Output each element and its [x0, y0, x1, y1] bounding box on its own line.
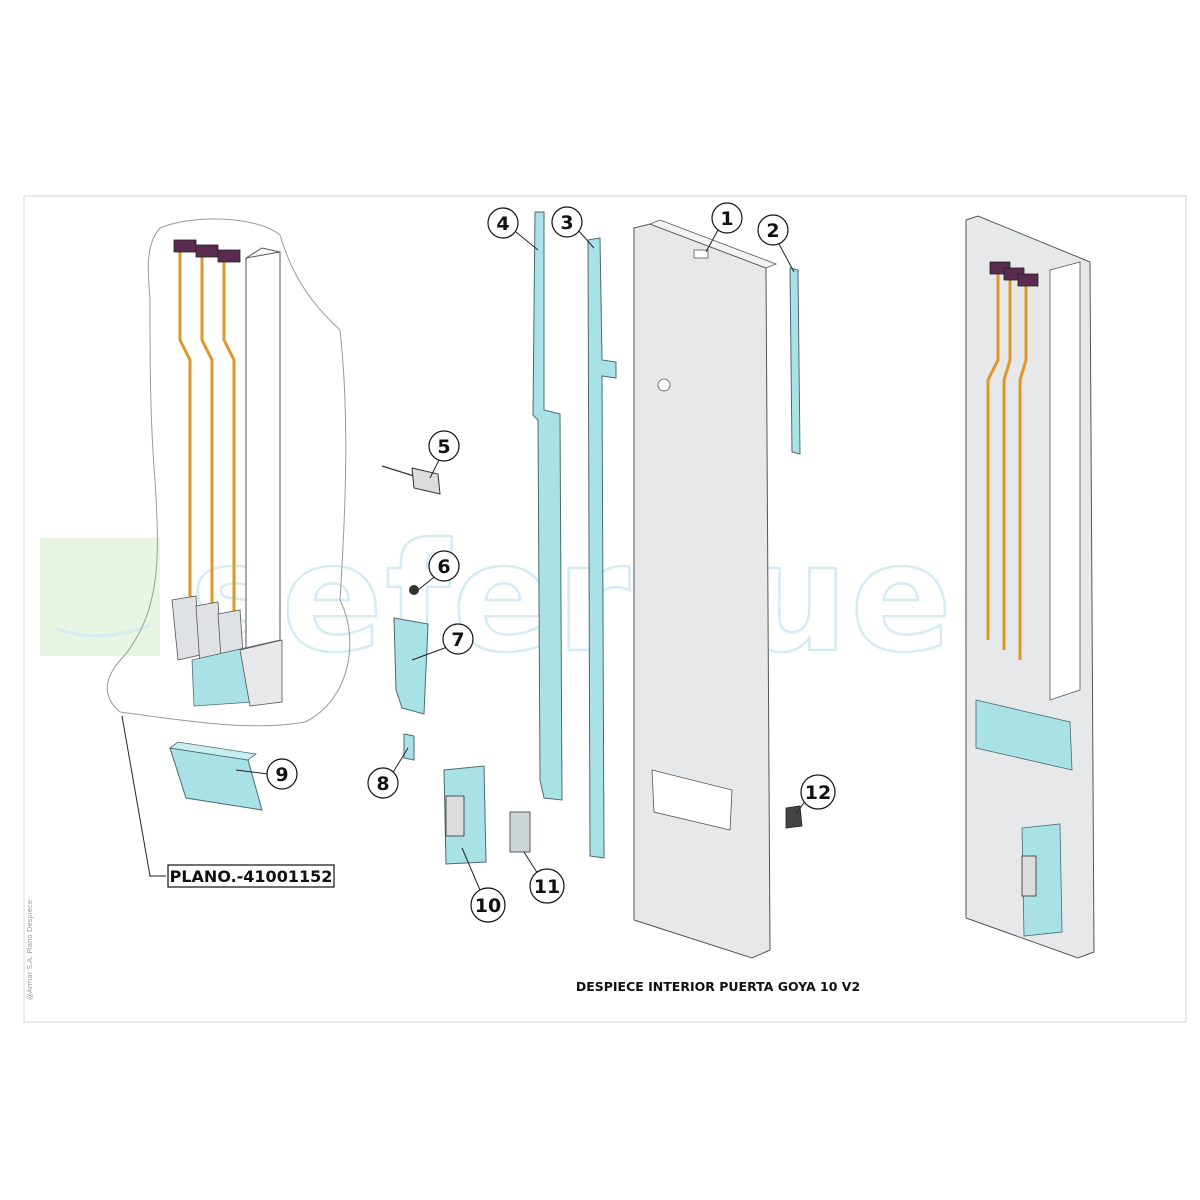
- callout-11: 11: [529, 868, 565, 904]
- part-1-door-panel: [633, 219, 778, 959]
- callout-9: 9: [266, 758, 298, 790]
- sheet-frame: [23, 195, 1187, 1023]
- part-5-lock: [381, 465, 441, 495]
- rod-assembly: [171, 239, 283, 707]
- part-7-bracket: [393, 617, 429, 715]
- callout-1: 1: [711, 202, 743, 234]
- watermark-text: seferguer: [190, 512, 1030, 686]
- svg-text:12: 12: [805, 782, 831, 804]
- drawing-title: DESPIECE INTERIOR PUERTA GOYA 10 V2: [576, 979, 860, 994]
- svg-text:5: 5: [437, 436, 450, 458]
- callout-10: 10: [470, 887, 506, 923]
- svg-text:1: 1: [720, 208, 733, 230]
- svg-text:3: 3: [560, 212, 573, 234]
- assembled-door-view: [965, 215, 1095, 959]
- watermark: seferguer: [40, 511, 1030, 687]
- side-note: @Armar S.A. Plano Despiece: [26, 900, 34, 1000]
- part-8-clip: [403, 733, 415, 761]
- plano-reference: PLANO.-41001152: [167, 864, 335, 888]
- svg-text:6: 6: [437, 556, 450, 578]
- svg-text:2: 2: [766, 220, 779, 242]
- part-9-cover: [168, 741, 263, 811]
- part-4-long-bar: [532, 211, 563, 801]
- svg-text:11: 11: [534, 876, 560, 898]
- part-10-electric-lock: [443, 765, 487, 865]
- assembly-outline: [106, 218, 351, 727]
- callout-5: 5: [428, 430, 460, 462]
- plano-label: PLANO.-41001152: [170, 867, 333, 886]
- callout-7: 7: [442, 623, 474, 655]
- callout-12: 12: [800, 774, 836, 810]
- part-2-strip: [789, 267, 801, 455]
- part-3-long-bar: [587, 237, 617, 859]
- callout-3: 3: [551, 206, 583, 238]
- leader-lines: [121, 229, 807, 891]
- svg-text:4: 4: [496, 213, 509, 235]
- callout-2: 2: [757, 214, 789, 246]
- part-6-nut: [409, 585, 419, 595]
- callout-4: 4: [487, 207, 519, 239]
- part-11-solenoid: [509, 811, 531, 853]
- svg-text:7: 7: [451, 629, 464, 651]
- callout-8: 8: [367, 767, 399, 799]
- svg-text:10: 10: [475, 895, 501, 917]
- svg-text:9: 9: [275, 764, 288, 786]
- svg-text:8: 8: [376, 773, 389, 795]
- callout-6: 6: [428, 550, 460, 582]
